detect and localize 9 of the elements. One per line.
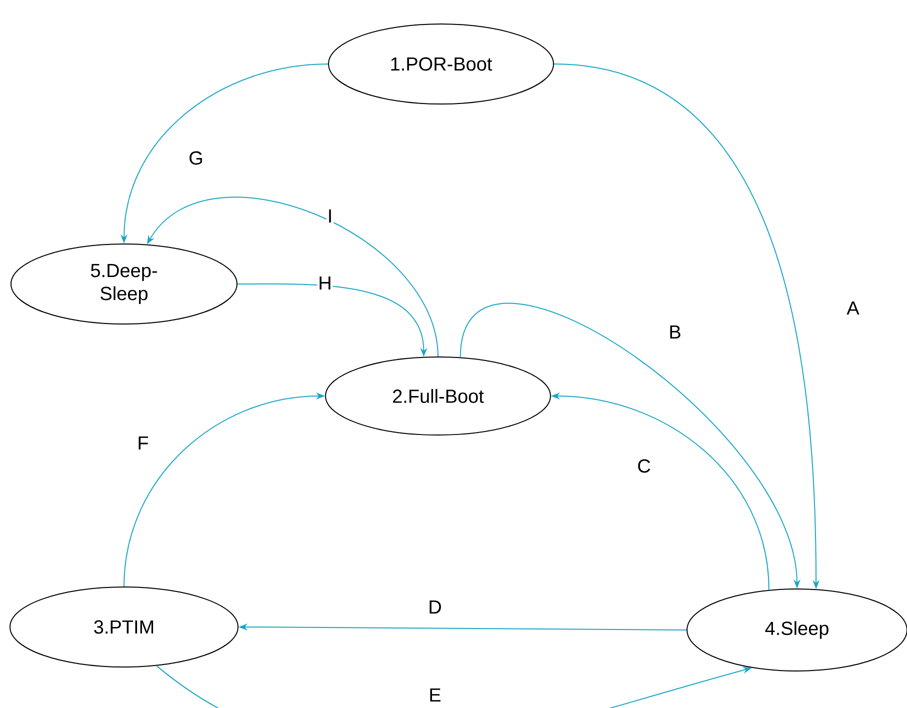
edge-label: B	[668, 324, 682, 340]
edge-label: H	[317, 275, 333, 291]
edge-label: F	[136, 435, 150, 451]
edge-label: A	[846, 300, 860, 316]
edge-label: E	[428, 687, 442, 703]
edge-label: D	[427, 599, 443, 615]
edge-label: G	[188, 150, 204, 166]
edge-label: C	[636, 458, 652, 474]
edge-label: I	[326, 208, 334, 224]
